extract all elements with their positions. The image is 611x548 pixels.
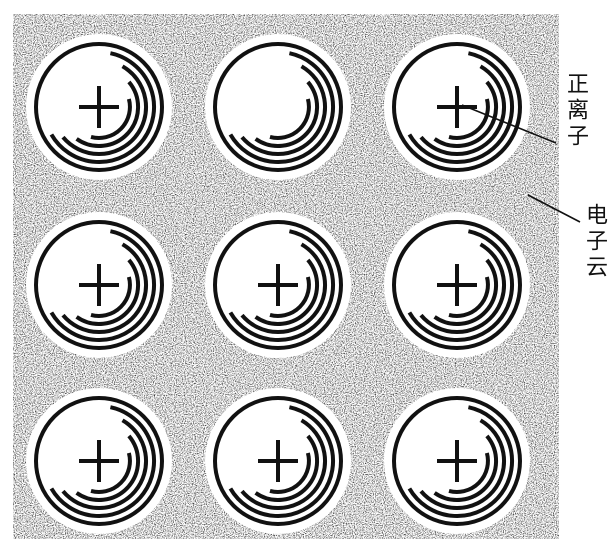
positive-ion bbox=[384, 388, 530, 534]
positive-ion bbox=[205, 212, 351, 358]
positive-ion-label: 正离子 bbox=[562, 72, 588, 150]
positive-ion bbox=[205, 388, 351, 534]
ion-grid bbox=[26, 34, 530, 534]
positive-ion bbox=[384, 34, 530, 180]
positive-ion bbox=[26, 212, 172, 358]
positive-ion bbox=[384, 212, 530, 358]
ion-halo bbox=[205, 34, 351, 180]
positive-ion bbox=[205, 34, 351, 180]
positive-ion bbox=[26, 34, 172, 180]
electron-cloud-label: 电子云 bbox=[581, 203, 607, 281]
positive-ion bbox=[26, 388, 172, 534]
